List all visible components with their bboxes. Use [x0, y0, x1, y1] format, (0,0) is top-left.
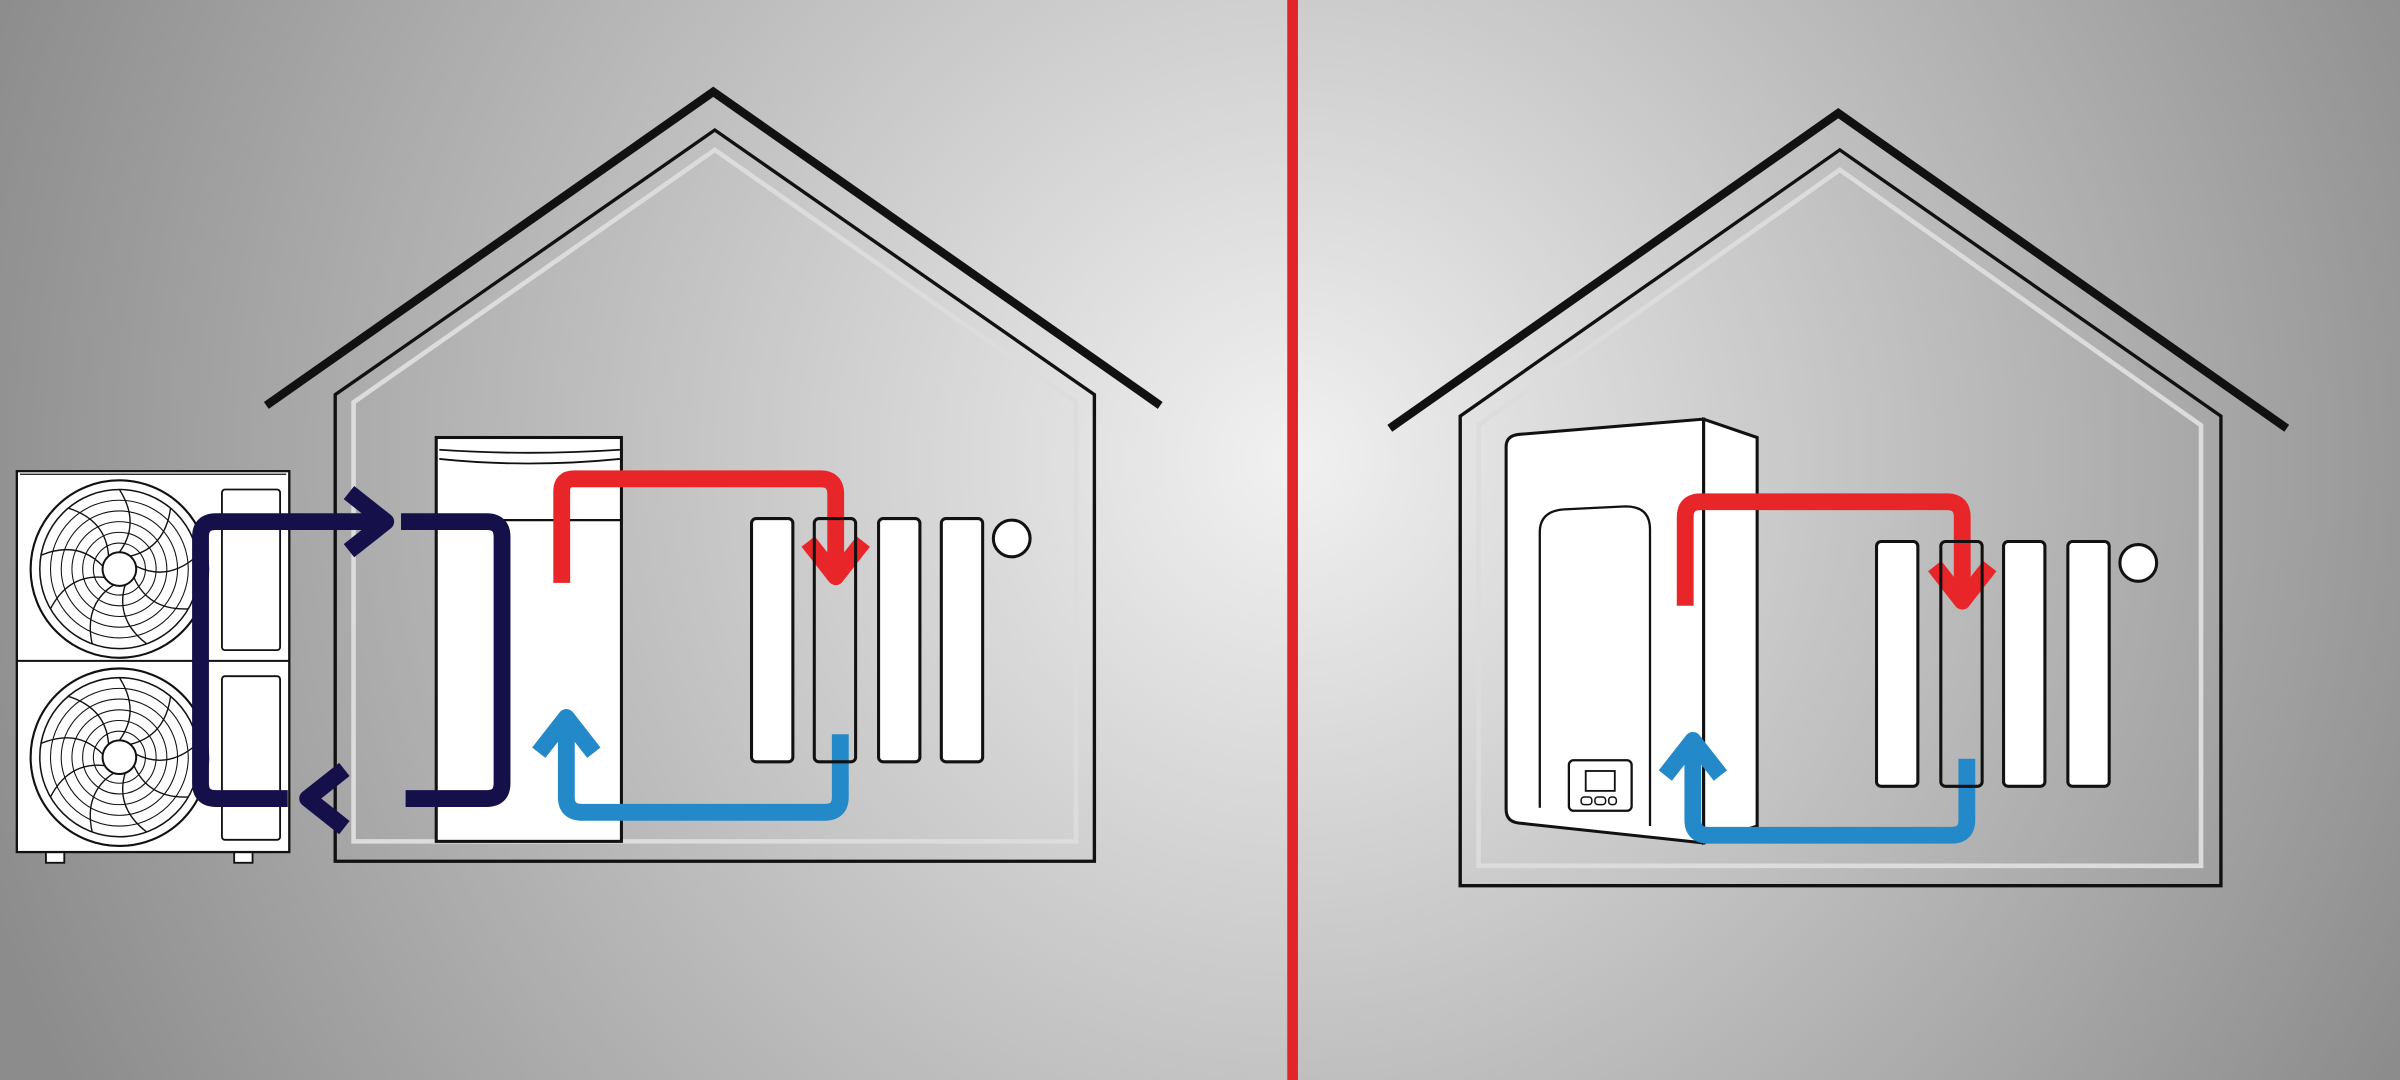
outdoor-unit: [15, 470, 291, 864]
left-house: [263, 86, 1163, 863]
control-panel: [1567, 759, 1633, 812]
fan-icon: [29, 479, 210, 659]
thermostat-icon: [991, 518, 1032, 559]
cold-water-flow: [532, 709, 849, 821]
indoor-unit: [434, 435, 623, 843]
radiator: [750, 517, 985, 764]
thermostat-icon: [2118, 543, 2159, 583]
fan-icon: [29, 667, 210, 848]
cold-water-flow: [1658, 731, 1976, 844]
radiator: [1874, 540, 2111, 788]
panel-divider: [1287, 0, 1298, 1080]
right-house: [1387, 108, 2290, 888]
refrigerant-loop: [192, 485, 511, 835]
right-panel: [1387, 108, 2290, 888]
left-panel: [15, 86, 1163, 864]
boiler-unit: [1504, 417, 1759, 845]
